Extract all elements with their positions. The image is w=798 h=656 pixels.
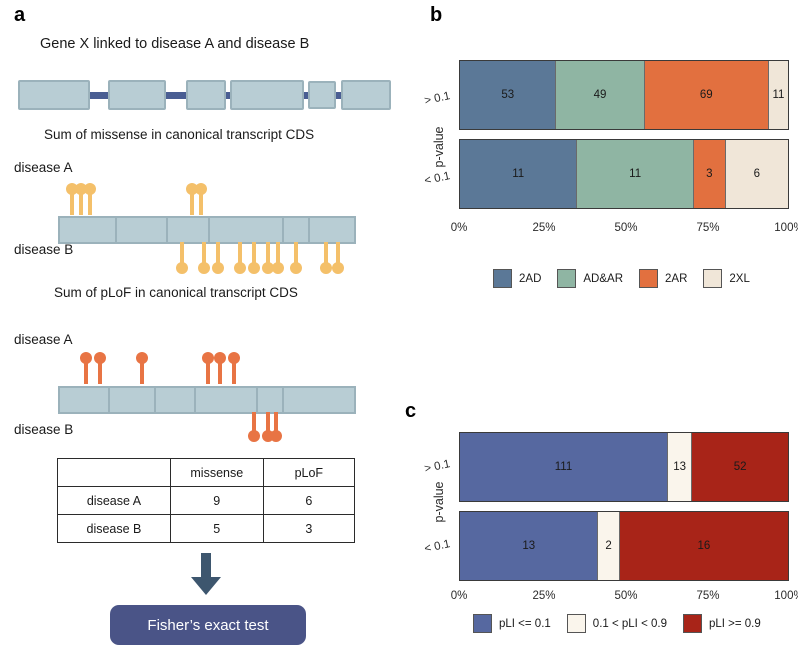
table-cell-plof: 6 <box>262 486 356 515</box>
panel-b-letter: b <box>430 4 443 26</box>
panel-b-legend-item-2XL[interactable]: 2XL <box>703 269 750 288</box>
panel-b-bar-row-gt: 53 49 69 11 <box>459 60 789 130</box>
panel-b-plot-area: 53 49 69 11 11 11 3 6 <box>459 60 789 215</box>
legend-swatch-ADAR <box>557 269 577 288</box>
panel-b-seg-ADAR[interactable]: 49 <box>555 61 644 129</box>
panel-b-seg-ADAR[interactable]: 11 <box>576 140 693 208</box>
panel-b-seg-2XL[interactable]: 6 <box>724 140 788 208</box>
legend-swatch-2XL <box>703 269 723 288</box>
panel-b-xtick-0: 0% <box>450 222 468 234</box>
panel-c-seg-pli-high[interactable]: 16 <box>618 512 788 580</box>
panel-b-seg-2AD[interactable]: 53 <box>460 61 556 129</box>
panel-c-ytick-lt: < 0.1 <box>423 538 452 556</box>
panel-c: c p-value > 0.1 < 0.1 111 13 52 13 2 16 … <box>400 390 798 656</box>
legend-label-ADAR: AD&AR <box>583 272 623 285</box>
legend-label-2XL: 2XL <box>729 272 750 285</box>
panel-b-seg-2AR[interactable]: 3 <box>692 140 725 208</box>
table-header-row: missense pLoF <box>57 458 356 487</box>
legend-label-pli-high: pLI >= 0.9 <box>708 617 761 630</box>
panel-c-xtick-50: 50% <box>614 590 638 602</box>
panel-c-legend-item-pli-low[interactable]: pLI <= 0.1 <box>473 614 551 633</box>
panel-b-xtick-100: 100% <box>774 222 798 234</box>
panel-a: a Gene X linked to disease A and disease… <box>14 4 391 645</box>
cds-bar-missense <box>58 216 356 244</box>
plof-disease-b-label: disease B <box>14 422 74 437</box>
panel-b-seg-2XL[interactable]: 11 <box>767 61 788 129</box>
table-header-missense: missense <box>169 458 264 487</box>
exon-6 <box>341 80 391 110</box>
missense-cds-track <box>58 180 356 274</box>
plof-cds-track <box>58 348 356 442</box>
panel-c-seg-pli-low[interactable]: 13 <box>460 512 598 580</box>
legend-label-2AD: 2AD <box>519 272 542 285</box>
legend-label-pli-low: pLI <= 0.1 <box>499 617 551 630</box>
exon-4 <box>230 80 304 110</box>
panel-c-seg-pli-low[interactable]: 111 <box>460 433 667 501</box>
table-row: disease B 5 3 <box>57 514 356 543</box>
panel-b-legend-item-ADAR[interactable]: AD&AR <box>557 269 623 288</box>
intron-4 <box>300 92 312 99</box>
panel-b-legend: 2AD AD&AR 2AR 2XL <box>493 269 766 288</box>
legend-swatch-pli-mid <box>566 614 586 633</box>
table-cell-missense: 9 <box>169 486 264 515</box>
legend-label-pli-mid: 0.1 < pLI < 0.9 <box>592 617 667 630</box>
panel-b-xtick-25: 25% <box>532 222 556 234</box>
intron-5 <box>333 92 345 99</box>
panel-a-letter: a <box>14 4 26 26</box>
intron-1 <box>88 92 112 99</box>
contingency-table: missense pLoF disease A 9 6 disease B 5 … <box>57 458 356 543</box>
panel-b-xtick-75: 75% <box>696 222 720 234</box>
fishers-exact-test-box: Fisher’s exact test <box>110 605 306 645</box>
legend-swatch-pli-low <box>473 614 492 633</box>
legend-label-2AR: 2AR <box>665 272 688 285</box>
panel-c-seg-pli-high[interactable]: 52 <box>691 433 788 501</box>
panel-c-bar-row-gt: 111 13 52 <box>459 432 789 502</box>
panel-b-legend-item-2AR[interactable]: 2AR <box>639 269 687 288</box>
intron-3 <box>220 92 234 99</box>
cds-bar-plof <box>58 386 356 414</box>
missense-heading: Sum of missense in canonical transcript … <box>44 127 315 142</box>
panel-c-letter: c <box>405 400 417 422</box>
panel-c-legend: pLI <= 0.1 0.1 < pLI < 0.9 pLI >= 0.9 <box>473 614 777 633</box>
exon-1 <box>18 80 90 110</box>
fishers-exact-test-label: Fisher’s exact test <box>147 616 269 634</box>
table-header-plof: pLoF <box>262 458 356 487</box>
plof-disease-a-label: disease A <box>14 332 73 347</box>
panel-a-title: Gene X linked to disease A and disease B <box>40 36 310 52</box>
table-corner-cell <box>57 458 171 487</box>
intron-2 <box>165 92 190 99</box>
table-cell-missense: 5 <box>169 514 264 543</box>
legend-swatch-pli-high <box>682 614 702 633</box>
table-cell-plof: 3 <box>262 514 356 543</box>
exon-3 <box>186 80 226 110</box>
panel-c-legend-item-pli-mid[interactable]: 0.1 < pLI < 0.9 <box>566 614 667 633</box>
panel-c-plot-area: 111 13 52 13 2 16 <box>459 432 789 584</box>
panel-c-legend-item-pli-high[interactable]: pLI >= 0.9 <box>682 614 761 633</box>
panel-c-bar-row-lt: 13 2 16 <box>459 511 789 581</box>
table-row-label: disease A <box>57 486 171 515</box>
panel-b-legend-item-2AD[interactable]: 2AD <box>493 269 541 288</box>
gene-model <box>18 78 391 112</box>
legend-swatch-2AR <box>639 269 658 288</box>
exon-2 <box>108 80 166 110</box>
panel-b-seg-2AD[interactable]: 11 <box>460 140 577 208</box>
table-row-label: disease B <box>57 514 171 543</box>
down-arrow-icon <box>188 553 224 602</box>
missense-disease-a-label: disease A <box>14 160 73 175</box>
panel-b-xtick-50: 50% <box>614 222 638 234</box>
panel-c-xtick-75: 75% <box>696 590 720 602</box>
panel-c-seg-pli-mid[interactable]: 13 <box>666 433 692 501</box>
panel-c-xtick-0: 0% <box>450 590 468 602</box>
exon-5 <box>308 81 336 109</box>
panel-c-xtick-25: 25% <box>532 590 556 602</box>
legend-swatch-2AD <box>493 269 512 288</box>
panel-c-xtick-100: 100% <box>774 590 798 602</box>
table-row: disease A 9 6 <box>57 486 356 515</box>
plof-heading: Sum of pLoF in canonical transcript CDS <box>54 285 298 300</box>
panel-b: b p-value > 0.1 < 0.1 53 49 69 11 11 11 … <box>400 0 798 320</box>
panel-b-seg-2AR[interactable]: 69 <box>643 61 768 129</box>
missense-disease-b-label: disease B <box>14 242 74 257</box>
panel-b-bar-row-lt: 11 11 3 6 <box>459 139 789 209</box>
panel-c-seg-pli-mid[interactable]: 2 <box>597 512 619 580</box>
